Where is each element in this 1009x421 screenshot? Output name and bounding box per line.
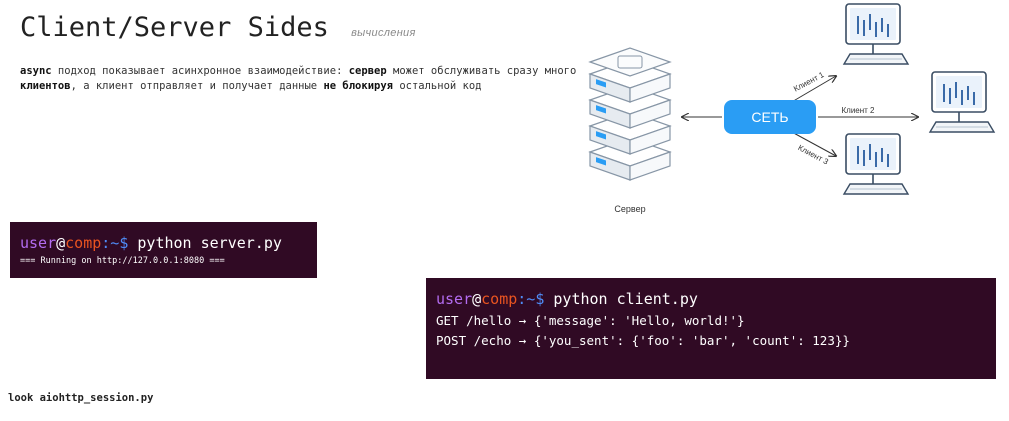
desc-text-2: может обслуживать сразу много <box>386 65 577 77</box>
client1-computer-icon <box>843 3 909 65</box>
client3-label: Клиент 3 <box>796 143 830 167</box>
terminal-command-line: user@comp:~$ python server.py <box>20 234 282 252</box>
footer-note: look aiohttp_session.py <box>8 392 154 404</box>
desc-text-3: , а клиент отправляет и получает данные <box>70 79 324 92</box>
terminal-command: python client.py <box>544 290 698 308</box>
prompt-path: :~$ <box>517 290 545 308</box>
desc-text-1: подход показывает асинхронное взаимодейс… <box>51 65 349 77</box>
desc-async: async <box>20 65 52 77</box>
client2-label: Клиент 2 <box>842 106 876 115</box>
terminal-command: python server.py <box>128 234 282 252</box>
prompt-path: :~$ <box>101 234 129 252</box>
client3-computer-icon <box>843 133 909 195</box>
client2-computer-icon <box>929 71 995 133</box>
server-terminal: user@comp:~$ python server.py === Runnin… <box>10 222 317 278</box>
client-terminal: user@comp:~$ python client.py GET /hello… <box>426 278 996 379</box>
client1-label: Клиент 1 <box>792 70 826 94</box>
desc-server: сервер <box>348 65 387 77</box>
title-text: Client/Server Sides <box>20 12 329 43</box>
client3-arrow <box>789 130 836 156</box>
terminal-command-line: user@comp:~$ python client.py <box>436 290 698 308</box>
network-label: СЕТЬ <box>751 109 788 125</box>
desc-clients: клиентов <box>20 79 71 92</box>
desc-nonblocking: не блокируя <box>323 79 393 92</box>
terminal-output-line: POST /echo → {'you_sent': {'foo': 'bar',… <box>436 333 850 348</box>
prompt-user: user <box>436 290 473 308</box>
network-node <box>724 100 816 134</box>
terminal-output: === Running on http://127.0.0.1:8080 === <box>20 256 225 266</box>
prompt-at: @ <box>472 290 482 308</box>
server-icon <box>588 47 672 181</box>
client-server-diagram: Сервер Клиент 1 Клиент 2 Клиент 3 СЕТЬ <box>588 3 995 214</box>
page-subtitle: вычисления <box>351 27 416 39</box>
prompt-user: user <box>20 234 57 252</box>
prompt-host: comp <box>65 234 102 252</box>
page-title: Client/Server Sides вычисления <box>20 12 416 43</box>
description: async подход показывает асинхронное взаи… <box>20 64 580 93</box>
prompt-host: comp <box>481 290 518 308</box>
prompt-at: @ <box>56 234 66 252</box>
server-label: Сервер <box>614 204 645 214</box>
client1-arrow <box>789 76 836 104</box>
desc-text-4: остальной код <box>393 79 482 92</box>
terminal-output-line: GET /hello → {'message': 'Hello, world!'… <box>436 313 745 328</box>
